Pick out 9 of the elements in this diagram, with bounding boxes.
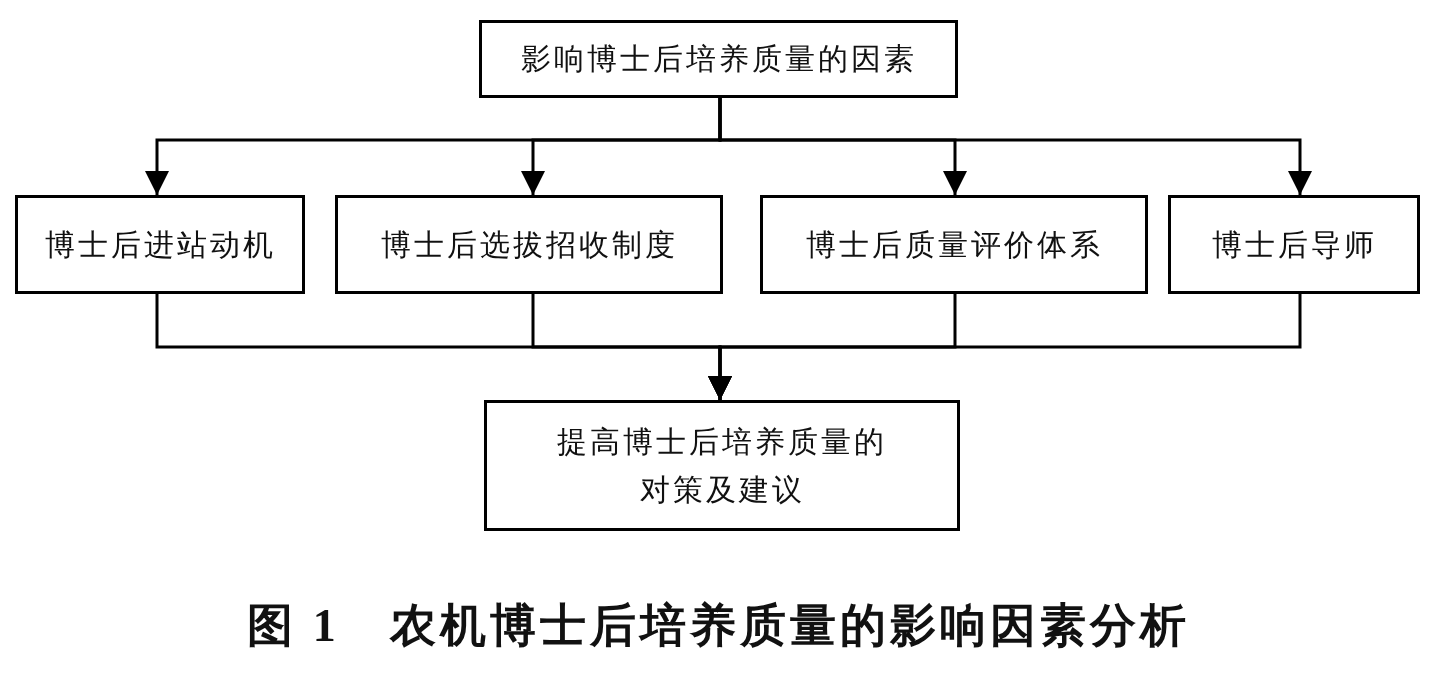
process-box: 博士后选拔招收制度 [335, 195, 723, 294]
process-box: 博士后进站动机 [15, 195, 305, 294]
arrow [708, 294, 1302, 400]
process-box: 博士后导师 [1168, 195, 1420, 294]
process-box: 提高博士后培养质量的对策及建议 [484, 400, 960, 531]
process-box: 影响博士后培养质量的因素 [479, 20, 958, 98]
arrow [718, 98, 1312, 195]
figure-caption: 图 1 农机博士后培养质量的影响因素分析 [246, 599, 1191, 653]
process-box: 博士后质量评价体系 [760, 195, 1148, 294]
